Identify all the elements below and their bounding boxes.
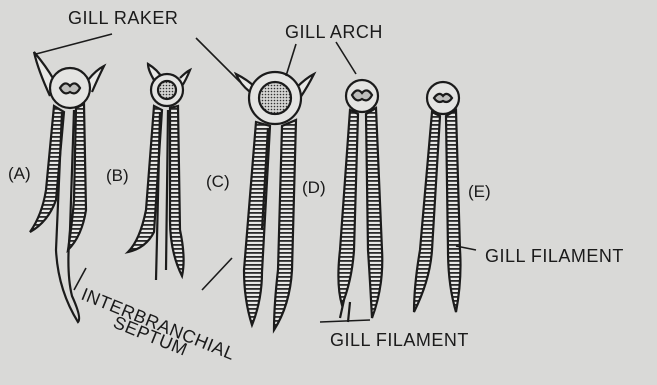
gill-section-d — [338, 80, 382, 322]
gill-section-c — [236, 72, 314, 330]
gill-section-a — [30, 52, 104, 322]
label-gill-raker: GILL RAKER — [68, 8, 178, 29]
label-gill-filament-right: GILL FILAMENT — [485, 246, 624, 267]
panel-letter-b: (B) — [106, 166, 129, 186]
gill-section-b — [128, 64, 190, 280]
gill-section-e — [414, 82, 461, 312]
label-gill-arch: GILL ARCH — [285, 22, 383, 43]
label-gill-filament-bottom: GILL FILAMENT — [330, 330, 469, 351]
panel-letter-d: (D) — [302, 178, 326, 198]
panel-letter-a: (A) — [8, 164, 31, 184]
panel-letter-c: (C) — [206, 172, 230, 192]
panel-letter-e: (E) — [468, 182, 491, 202]
